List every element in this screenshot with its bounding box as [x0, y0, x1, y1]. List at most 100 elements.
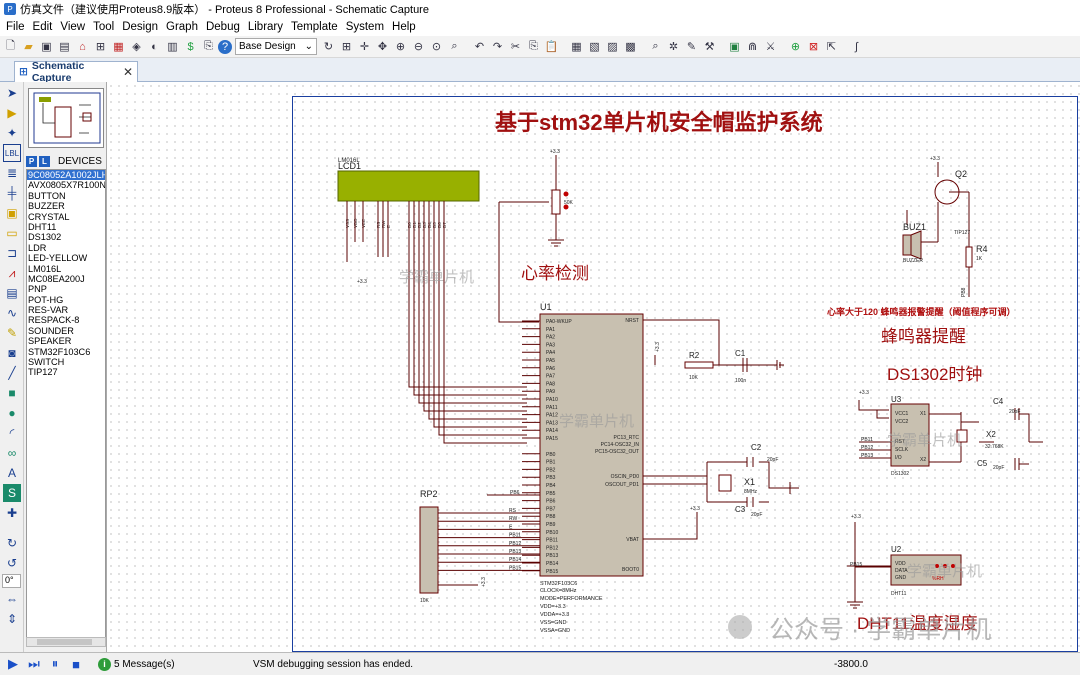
resistor-pack-rp2[interactable]: [419, 506, 439, 594]
device-list-item[interactable]: POT-HG: [28, 294, 64, 305]
graph-mode-icon[interactable]: ⩘: [8, 265, 16, 280]
redo-icon[interactable]: ↷: [492, 41, 503, 53]
menu-design[interactable]: Design: [122, 21, 158, 33]
copy-icon[interactable]: ⎘: [529, 40, 538, 52]
text-tool-icon[interactable]: A: [7, 466, 16, 480]
make-device-icon[interactable]: ✲: [668, 41, 679, 53]
zoom-area-icon[interactable]: ⌕: [451, 40, 458, 52]
potentiometer[interactable]: [551, 189, 561, 215]
rotate-anticlockwise-icon[interactable]: ↺: [6, 556, 18, 570]
tab-schematic-capture[interactable]: ⊞ Schematic Capture ✕: [14, 60, 138, 84]
device-list-item[interactable]: RES-VAR: [28, 305, 69, 316]
open-folder-icon[interactable]: ▰: [24, 41, 33, 53]
new-file-icon[interactable]: 🗋: [6, 40, 15, 52]
voltage-probe-icon[interactable]: ✎: [6, 326, 18, 340]
ds1302-chip[interactable]: [890, 403, 930, 467]
device-list-item[interactable]: STM32F103C6: [28, 346, 91, 357]
close-project-icon[interactable]: ▤: [59, 41, 70, 53]
block-rotate-icon[interactable]: ▨: [607, 41, 618, 53]
packaging-icon[interactable]: ✎: [686, 41, 697, 53]
virtual-instruments-icon[interactable]: ◙: [8, 346, 16, 360]
selection-mode-icon[interactable]: ➤: [6, 86, 18, 100]
device-list-scrollbar[interactable]: [26, 637, 106, 647]
device-list-item[interactable]: LM016L: [28, 263, 62, 274]
c2-c3-capacitors[interactable]: [746, 457, 754, 507]
device-list-item[interactable]: RESPACK-8: [28, 315, 80, 326]
schematic-icon[interactable]: ⊞: [95, 41, 106, 53]
device-list-item[interactable]: DS1302: [28, 232, 62, 243]
block-copy-icon[interactable]: ▦: [571, 41, 582, 53]
device-list-item[interactable]: CRYSTAL: [28, 211, 70, 222]
home-icon[interactable]: ⌂: [79, 40, 86, 53]
device-list-item[interactable]: BUZZER: [28, 201, 65, 212]
crystal-x1[interactable]: [718, 474, 732, 492]
mirror-horizontal-icon[interactable]: ⇔: [6, 592, 18, 606]
library-manager-button[interactable]: L: [39, 155, 50, 167]
design-explorer-icon[interactable]: ▥: [167, 41, 178, 53]
pause-icon[interactable]: ⏸: [51, 656, 59, 671]
lcd-display[interactable]: [337, 170, 480, 202]
device-pins-icon[interactable]: ⊐: [6, 246, 18, 260]
c1-capacitor[interactable]: [742, 358, 781, 372]
bom-icon[interactable]: $: [187, 40, 194, 53]
device-list-item[interactable]: AVX0805X7R100N: [28, 180, 106, 191]
block-delete-icon[interactable]: ▩: [625, 41, 636, 53]
menu-system[interactable]: System: [345, 21, 385, 33]
pick-parts-icon[interactable]: ⌕: [652, 40, 659, 52]
source-code-icon[interactable]: ⎘: [204, 40, 213, 52]
crystal-x2[interactable]: [956, 429, 968, 443]
pan-icon[interactable]: ✥: [377, 41, 388, 53]
arc-tool-icon[interactable]: ◜: [9, 426, 15, 440]
stop-icon[interactable]: ■: [72, 656, 80, 672]
terminals-icon[interactable]: ▭: [6, 226, 18, 240]
netlist-icon[interactable]: ∫: [854, 40, 858, 53]
device-list-item[interactable]: PNP: [28, 284, 47, 295]
undo-icon[interactable]: ↶: [474, 41, 485, 53]
symbol-tool-icon[interactable]: S: [3, 484, 21, 502]
menu-help[interactable]: Help: [392, 21, 416, 33]
block-move-icon[interactable]: ▧: [589, 41, 600, 53]
pcb-icon[interactable]: ▦: [113, 41, 124, 53]
design-variant-select[interactable]: Base Design⌄: [235, 38, 317, 55]
rotate-clockwise-icon[interactable]: ↻: [6, 536, 18, 550]
device-list-item[interactable]: SPEAKER: [28, 336, 72, 347]
grid-toggle-icon[interactable]: ⊞: [341, 41, 352, 53]
zoom-all-icon[interactable]: ⊙: [431, 41, 442, 53]
device-list-item[interactable]: TIP127: [28, 367, 58, 378]
wire-autorouter-icon[interactable]: ▣: [729, 41, 740, 53]
generator-icon[interactable]: ∿: [6, 306, 18, 320]
new-sheet-icon[interactable]: ⊕: [790, 41, 801, 53]
line-tool-icon[interactable]: ╱: [8, 366, 16, 380]
device-list-item[interactable]: 9C08052A1002JLH: [27, 170, 106, 181]
dht11-sensor[interactable]: [890, 554, 962, 586]
exit-to-parent-icon[interactable]: ⇱: [826, 41, 837, 53]
search-tag-icon[interactable]: ⋒: [747, 41, 758, 53]
close-icon[interactable]: ✕: [122, 65, 133, 79]
help-icon[interactable]: ?: [218, 39, 232, 54]
overview-window[interactable]: [28, 88, 104, 148]
menu-template[interactable]: Template: [291, 21, 338, 33]
menu-library[interactable]: Library: [247, 21, 284, 33]
c4-c5-capacitors[interactable]: [1014, 408, 1030, 470]
resistor-r4[interactable]: [965, 246, 973, 268]
menu-graph[interactable]: Graph: [166, 21, 198, 33]
pick-devices-button[interactable]: P: [26, 155, 37, 167]
subcircuit-icon[interactable]: ▣: [6, 206, 18, 220]
tape-recorder-icon[interactable]: ▤: [6, 286, 18, 300]
play-icon[interactable]: ▶: [8, 656, 18, 671]
text-script-icon[interactable]: ≣: [6, 166, 18, 180]
device-list-item[interactable]: BUTTON: [28, 190, 66, 201]
stm32-chip[interactable]: [539, 313, 644, 577]
transistor-q2[interactable]: [934, 179, 960, 205]
device-list-item[interactable]: LDR: [28, 242, 47, 253]
wire-label-icon[interactable]: LBL: [3, 144, 21, 162]
path-tool-icon[interactable]: ∞: [7, 446, 17, 460]
device-list-item[interactable]: SOUNDER: [28, 325, 74, 336]
component-mode-icon[interactable]: ▶: [7, 106, 17, 120]
buzzer[interactable]: [910, 230, 922, 260]
rotation-field[interactable]: 0°: [2, 574, 21, 588]
paste-icon[interactable]: 📋: [544, 41, 559, 53]
remove-sheet-icon[interactable]: ⊠: [808, 41, 819, 53]
zoom-out-icon[interactable]: ⊖: [413, 41, 424, 53]
